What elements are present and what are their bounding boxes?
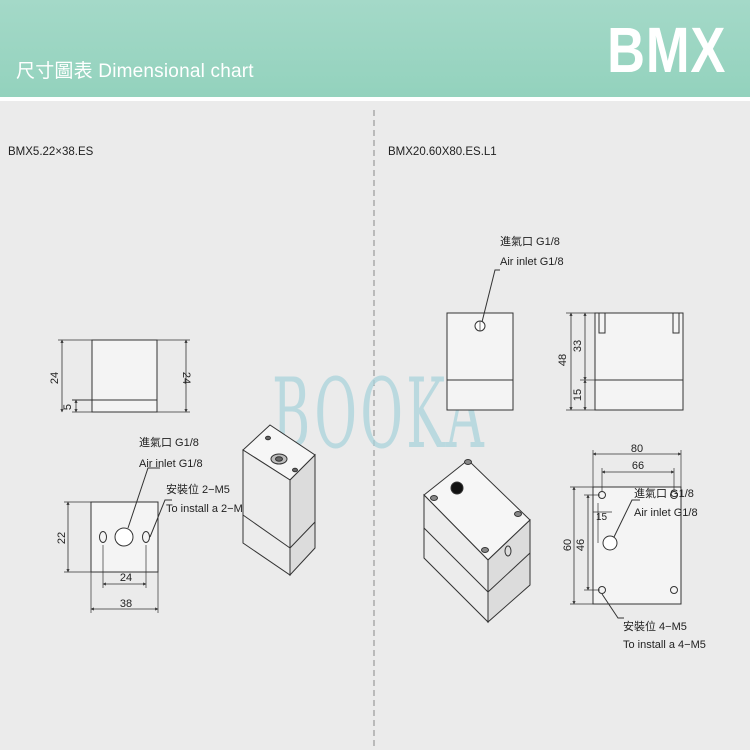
right-dim-base: 15	[572, 389, 584, 401]
left-dim-base: 5	[62, 404, 74, 410]
right-inlet-label-cn: 進氣口 G1/8	[634, 486, 694, 500]
left-top-view	[64, 467, 172, 613]
left-inlet-label-en: Air inlet G1/8	[139, 458, 203, 470]
left-install-label-cn: 安裝位 2−M5	[166, 482, 230, 496]
left-dim-width: 22	[56, 532, 68, 544]
right-inlet-label-en: Air inlet G1/8	[634, 507, 698, 519]
left-dim-hole-spacing: 24	[120, 572, 132, 584]
right-inlet-top-label-cn: 進氣口 G1/8	[500, 234, 560, 248]
left-inlet-label-cn: 進氣口 G1/8	[139, 435, 199, 449]
right-install-label-en: To install a 4−M5	[623, 639, 706, 651]
left-dim-length: 38	[120, 598, 132, 610]
chart-title: 尺寸圖表 Dimensional chart	[16, 61, 254, 82]
brand-logo: BMX	[606, 14, 726, 86]
right-dim-hole-spacing-y: 46	[575, 539, 587, 551]
left-model-name: BMX5.22×38.ES	[8, 146, 94, 158]
right-dim-length: 80	[631, 443, 643, 455]
right-dim-width: 60	[562, 539, 574, 551]
right-isometric-view	[423, 459, 531, 624]
right-dim-height: 48	[557, 354, 569, 366]
left-dim-height: 24	[49, 372, 61, 384]
right-model-name: BMX20.60X80.ES.L1	[388, 146, 497, 158]
header-divider	[0, 97, 750, 101]
right-dim-inlet-offset: 15	[596, 512, 608, 523]
left-side-view	[58, 339, 190, 413]
header-bar	[0, 0, 750, 97]
left-install-label-en: To install a 2−M5	[166, 503, 249, 515]
right-dim-upper: 33	[572, 340, 584, 352]
right-inlet-top-label-en: Air inlet G1/8	[500, 256, 564, 268]
right-dim-hole-spacing-x: 66	[632, 460, 644, 472]
left-dim-height-right: 24	[180, 372, 192, 384]
left-isometric-view	[242, 424, 316, 577]
right-front-view	[446, 269, 514, 411]
right-side-view	[566, 312, 684, 411]
right-top-view	[570, 450, 682, 619]
right-install-label-cn: 安裝位 4−M5	[623, 619, 687, 633]
